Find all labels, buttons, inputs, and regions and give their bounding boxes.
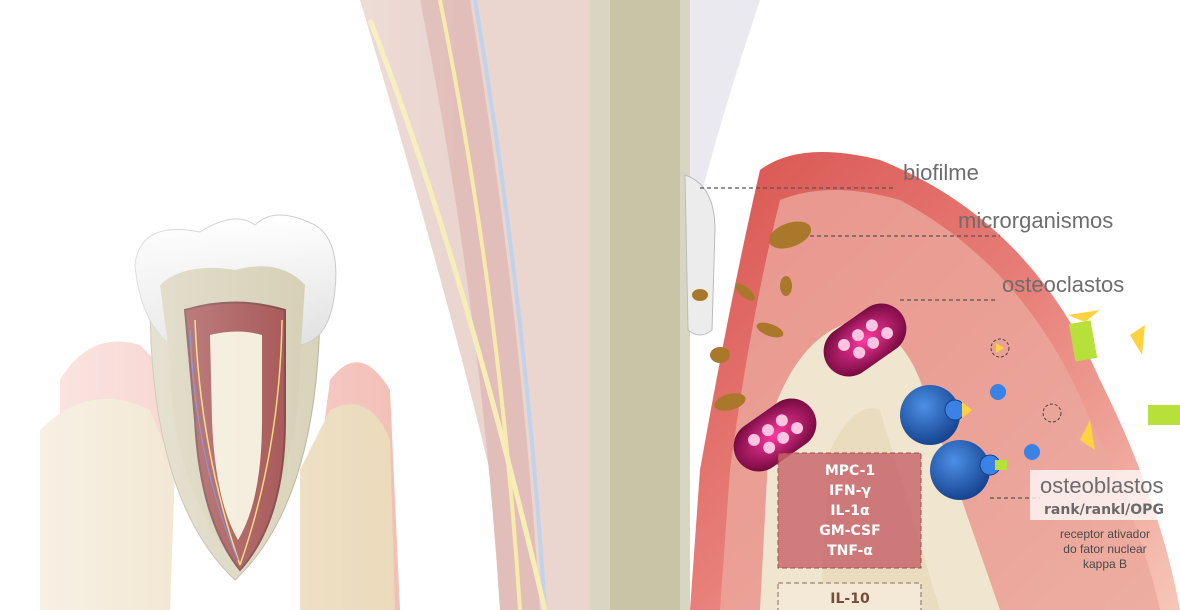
receptor-line-2: do fator nuclear (1063, 542, 1146, 556)
cytokine-label: MPC-1 (825, 463, 875, 479)
biofilm-deposit (685, 175, 715, 335)
cytokine-label: IFN-γ (829, 483, 871, 499)
cytokine-label: GM-CSF (819, 523, 880, 539)
receptor-line-1: receptor ativador (1060, 527, 1150, 541)
cytokine-box: MPC-1 IFN-γ IL-1α GM-CSF TNF-α (778, 453, 921, 568)
fade-overlay (0, 0, 460, 610)
il10-box: IL-10 (778, 583, 921, 610)
il10-label: IL-10 (830, 591, 870, 607)
cytokine-label: TNF-α (827, 543, 873, 559)
label-osteoblastos: osteoblastos (1040, 473, 1164, 498)
label-biofilme: biofilme (903, 160, 979, 185)
label-osteoclastos: osteoclastos (1002, 272, 1124, 297)
receptor-line-3: kappa B (1083, 557, 1127, 571)
label-rank: rank/rankl/OPG (1044, 502, 1164, 518)
cytokine-label: IL-1α (830, 503, 870, 519)
label-microrganismos: microrganismos (958, 208, 1113, 233)
